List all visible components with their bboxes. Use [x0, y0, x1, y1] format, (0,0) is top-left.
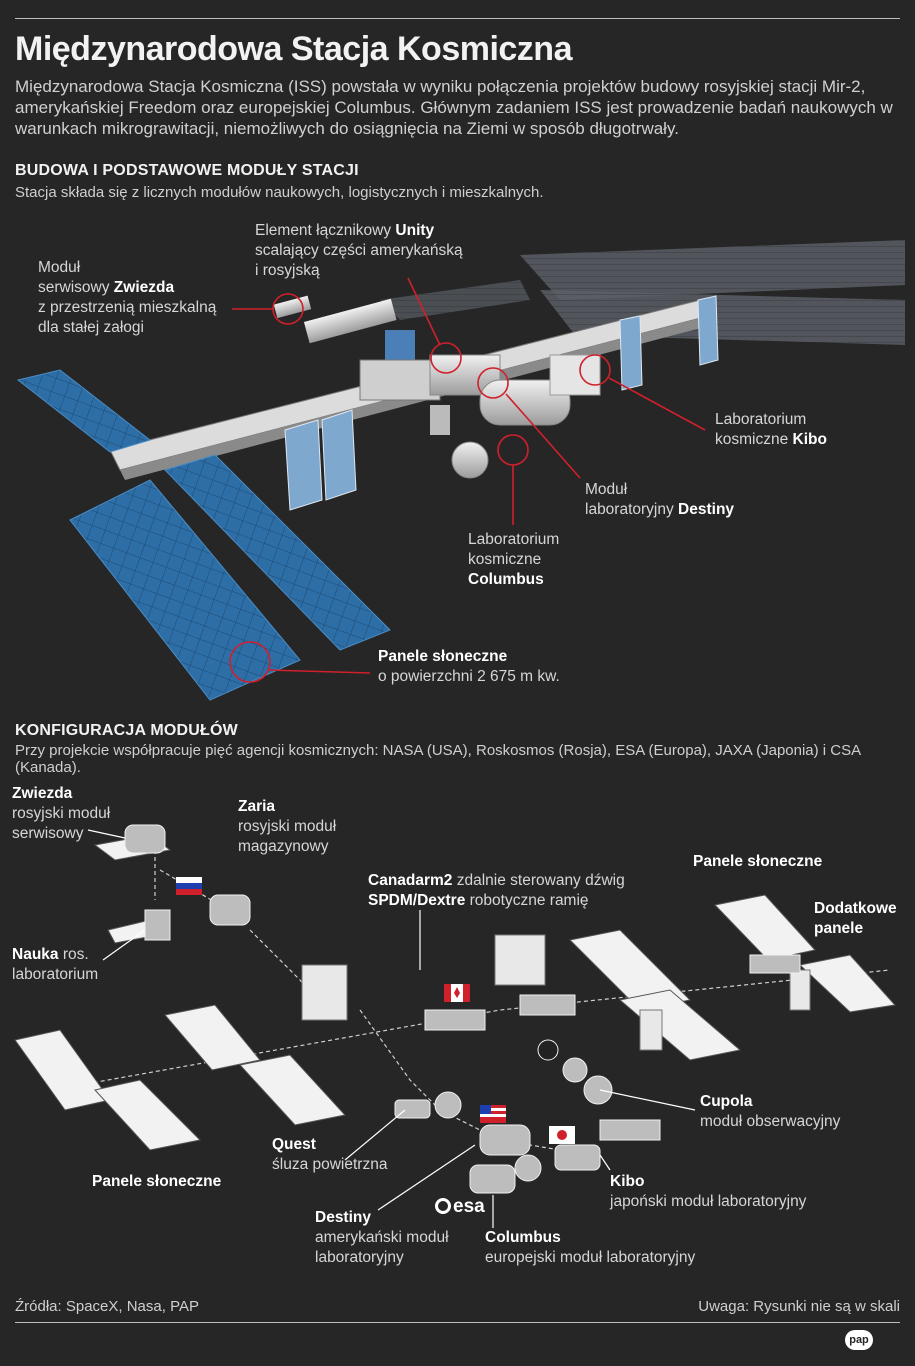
columbus-name: Columbus: [468, 571, 544, 588]
section2-heading: KONFIGURACJA MODUŁÓW: [15, 722, 238, 739]
flag-russia: [176, 877, 202, 895]
footer-sources: Źródła: SpaceX, Nasa, PAP: [15, 1298, 199, 1315]
cfg-zaria-desc2: magazynowy: [238, 838, 329, 855]
far-solar-array-right: [380, 240, 905, 345]
flag-canada: [444, 984, 470, 1002]
russian-segment: [273, 295, 441, 401]
pap-logo: pap: [845, 1330, 873, 1350]
esa-logo-icon: [435, 1198, 451, 1214]
zwiezda-line4: dla stałej załogi: [38, 319, 144, 336]
cfg-zwiezda: Zwiezda rosyjski moduł serwisowy: [12, 784, 110, 844]
solar-array-left: [16, 369, 391, 701]
cfg-nauka-desc1: ros.: [58, 946, 89, 963]
cfg-columbus-name: Columbus: [485, 1229, 561, 1246]
zwiezda-line1: Moduł: [38, 259, 81, 276]
radiator-blocks: [301, 934, 811, 1051]
cfg-kibo-desc: japoński moduł laboratoryjny: [610, 1193, 807, 1210]
footer-note: Uwaga: Rysunki nie są w skali: [698, 1298, 900, 1315]
cfg-cupola-name: Cupola: [700, 1093, 753, 1110]
cfg-panels-right-name: Panele słoneczne: [693, 853, 823, 870]
cfg-cupola: Cupola moduł obserwacyjny: [700, 1092, 840, 1132]
label-zwiezda: Moduł serwisowy Zwiezda z przestrzenią m…: [38, 258, 216, 338]
destiny-line1: Moduł: [585, 481, 628, 498]
cfg-canadarm: Canadarm2 zdalnie sterowany dźwig SPDM/D…: [368, 871, 625, 911]
label-columbus: Laboratorium kosmiczne Columbus: [468, 530, 559, 590]
unity-line1: Element łącznikowy: [255, 222, 396, 239]
us-lab-cluster: [429, 354, 601, 479]
radiator-panels: [284, 295, 719, 511]
kibo-line1: Laboratorium: [715, 411, 807, 428]
destiny-line2: laboratoryjny: [585, 501, 679, 518]
red-leader-lines: [232, 277, 706, 674]
cfg-zwiezda-name: Zwiezda: [12, 785, 73, 802]
flag-japan: [549, 1126, 575, 1144]
top-rule: [15, 18, 900, 19]
unity-name: Unity: [395, 222, 435, 239]
cfg-canadarm-name: Canadarm2: [368, 872, 453, 889]
label-kibo: Laboratorium kosmiczne Kibo: [715, 410, 827, 450]
unity-line2: scalający części amerykańską: [255, 242, 463, 259]
columbus-line1: Laboratorium: [468, 531, 560, 548]
unity-line3: i rosyjską: [255, 262, 320, 279]
intro-text: Międzynarodowa Stacja Kosmiczna (ISS) po…: [15, 77, 893, 138]
cfg-extra-panels: Dodatkowe panele: [814, 899, 897, 939]
section2-subheading: Przy projekcie współpracuje pięć agencji…: [15, 742, 861, 776]
white-solar-arrays: [14, 834, 896, 1151]
cfg-quest-desc: śluza powietrzna: [272, 1156, 388, 1173]
cfg-panels-left: Panele słoneczne: [92, 1172, 221, 1192]
cfg-zwiezda-desc2: serwisowy: [12, 825, 84, 842]
cfg-kibo-name: Kibo: [610, 1173, 645, 1190]
panels-name: Panele słoneczne: [378, 648, 508, 665]
cfg-nauka-desc2: laboratorium: [12, 966, 99, 983]
cfg-destiny-name: Destiny: [315, 1209, 371, 1226]
bottom-rule: [15, 1322, 900, 1323]
cfg-cupola-desc: moduł obserwacyjny: [700, 1113, 841, 1130]
esa-logo: esa: [435, 1196, 485, 1218]
zwiezda-name: Zwiezda: [113, 279, 175, 296]
columbus-line2: kosmiczne: [468, 551, 542, 568]
cfg-extra-panels-line2: panele: [814, 920, 864, 937]
section1-subheading: Stacja składa się z licznych modułów nau…: [15, 184, 544, 201]
cfg-dextre-name: SPDM/Dextre: [368, 892, 466, 909]
cfg-destiny-desc2: laboratoryjny: [315, 1249, 404, 1266]
cfg-quest: Quest śluza powietrzna: [272, 1135, 387, 1175]
cfg-zaria: Zaria rosyjski moduł magazynowy: [238, 797, 336, 857]
cfg-columbus-desc: europejski moduł laboratoryjny: [485, 1249, 696, 1266]
module-configuration-diagram: [14, 824, 896, 1228]
cfg-extra-panels-line1: Dodatkowe: [814, 900, 897, 917]
section1-heading: BUDOWA I PODSTAWOWE MODUŁY STACJI: [15, 162, 359, 179]
cfg-dextre-desc: robotyczne ramię: [465, 892, 589, 909]
flag-usa: [480, 1105, 506, 1123]
config-leader-lines: [87, 829, 696, 1228]
cfg-nauka: Nauka ros. laboratorium: [12, 945, 98, 985]
module-shapes: [124, 824, 801, 1194]
label-unity: Element łącznikowy Unity scalający częśc…: [255, 221, 463, 281]
cfg-zaria-desc1: rosyjski moduł: [238, 818, 337, 835]
kibo-name: Kibo: [792, 431, 827, 448]
page-title: Międzynarodowa Stacja Kosmiczna: [15, 30, 573, 68]
cfg-destiny: Destiny amerykański moduł laboratoryjny: [315, 1208, 449, 1268]
iss-illustration: [16, 240, 905, 701]
kibo-line2: kosmiczne: [715, 431, 793, 448]
cfg-kibo: Kibo japoński moduł laboratoryjny: [610, 1172, 806, 1212]
cfg-destiny-desc1: amerykański moduł: [315, 1229, 449, 1246]
label-panels: Panele słoneczne o powierzchni 2 675 m k…: [378, 647, 560, 687]
zwiezda-line2: serwisowy: [38, 279, 114, 296]
cfg-zaria-name: Zaria: [238, 798, 276, 815]
destiny-name: Destiny: [678, 501, 735, 518]
cfg-panels-left-name: Panele słoneczne: [92, 1173, 222, 1190]
cfg-zwiezda-desc1: rosyjski moduł: [12, 805, 111, 822]
zwiezda-line3: z przestrzenią mieszkalną: [38, 299, 217, 316]
panels-line2: o powierzchni 2 675 m kw.: [378, 668, 560, 685]
cfg-panels-right: Panele słoneczne: [693, 852, 822, 872]
cfg-quest-name: Quest: [272, 1136, 316, 1153]
label-destiny: Moduł laboratoryjny Destiny: [585, 480, 734, 520]
cfg-columbus: Columbus europejski moduł laboratoryjny: [485, 1228, 695, 1268]
cfg-canadarm-desc: zdalnie sterowany dźwig: [452, 872, 625, 889]
esa-logo-text: esa: [453, 1196, 485, 1217]
cfg-nauka-name: Nauka: [12, 946, 59, 963]
